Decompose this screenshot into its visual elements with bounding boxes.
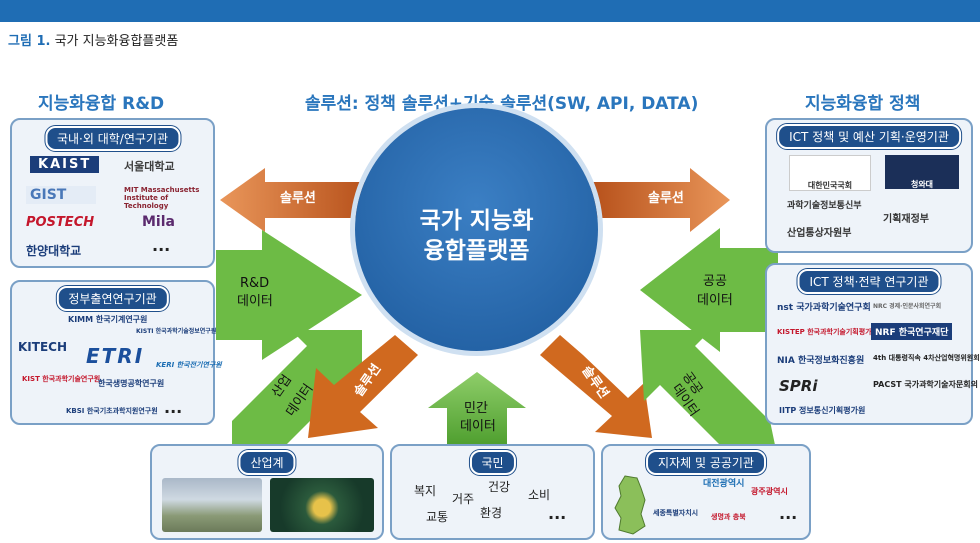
etri-logo: ETRI	[86, 344, 145, 368]
solution-right-label: 솔루션	[648, 191, 684, 206]
nrc-logo: NRC 경제·인문사회연구회	[873, 303, 942, 310]
citizen-more: ...	[548, 504, 567, 523]
rd-data-label-1: R&D	[240, 276, 270, 291]
kitech-logo: KITECH	[18, 340, 67, 354]
govlab-more: ...	[164, 398, 183, 417]
center-header: 솔루션: 정책 솔루션+기술 솔루션(SW, API, DATA)	[305, 94, 699, 114]
right-header: 지능화융합 정책	[805, 94, 921, 114]
policy-panel-title: ICT 정책 및 예산 기획·운영기관	[777, 124, 961, 149]
assembly-logo: 대한민국국회	[789, 155, 871, 191]
univ-panel: 국내·외 대학/연구기관 KAIST 서울대학교 GIST MIT Massac…	[10, 118, 215, 268]
nrf-logo: NRF 한국연구재단	[871, 323, 953, 340]
word-health: 건강	[488, 480, 511, 494]
kisti-logo: KISTI 한국과학기술정보연구원	[136, 328, 217, 335]
policy-panel: ICT 정책 및 예산 기획·운영기관 대한민국국회 청와대 과학기술정보통신부…	[765, 118, 973, 253]
public-data-arrow	[640, 228, 778, 352]
pcfir-logo: 4th 대통령직속 4차산업혁명위원회	[873, 354, 980, 362]
top-banner	[0, 0, 980, 22]
industry-panel: 산업계	[150, 444, 384, 540]
daejeon-logo: 대전광역시	[703, 479, 745, 489]
local-more: ...	[779, 504, 798, 523]
msit-logo: 과학기술정보통신부	[787, 201, 862, 211]
mit-logo: MIT Massachusetts Institute of Technolog…	[124, 186, 200, 210]
word-environment: 환경	[480, 506, 503, 520]
citizen-panel: 국민 복지 거주 건강 소비 교통 환경 ...	[390, 444, 595, 540]
figure-title: 그림 1. 국가 지능화융합플랫폼	[8, 30, 178, 49]
hanyang-logo: 한양대학교	[26, 244, 82, 258]
moef-logo: 기획재정부	[883, 214, 929, 225]
kaist-logo: KAIST	[30, 156, 100, 173]
kist-logo: KIST 한국과학기술연구원	[22, 375, 101, 383]
left-header: 지능화융합 R&D	[38, 94, 165, 114]
gist-logo: GIST	[26, 186, 97, 204]
korea-map-icon	[614, 475, 646, 535]
policylab-panel-title: ICT 정책·전략 연구기관	[797, 269, 941, 294]
word-traffic: 교통	[426, 510, 449, 524]
nst-logo: nst 국가과학기술연구회	[777, 303, 871, 313]
univ-more: ...	[152, 236, 171, 255]
industry-panel-title: 산업계	[238, 450, 296, 475]
spri-logo: SPRi	[779, 377, 818, 395]
industry-data-arrow	[232, 330, 362, 445]
figure-title-text: 국가 지능화융합플랫폼	[54, 34, 179, 49]
rd-data-label-2: 데이터	[237, 294, 273, 309]
univ-panel-title: 국내·외 대학/연구기관	[44, 126, 181, 151]
sejong-logo: 세종특별자치시	[653, 509, 699, 517]
mila-logo: Mila	[142, 214, 175, 230]
figure-number: 그림 1.	[8, 34, 51, 49]
solution-left-arrow	[220, 168, 370, 232]
gwangju-logo: 광주광역시	[751, 487, 788, 496]
nia-logo: NIA 한국정보화진흥원	[777, 356, 865, 366]
industrial-complex-photo	[162, 478, 262, 532]
pacst-logo: PACST 국가과학기술자문회의	[873, 380, 978, 389]
national-platform-circle: 국가 지능화 융합플랫폼	[355, 108, 598, 351]
public-data-low-arrow	[640, 330, 775, 445]
kribb-logo: 한국생명공학연구원	[98, 379, 165, 388]
solution-down-left-arrow	[308, 335, 418, 438]
motie-logo: 산업통상자원부	[787, 228, 852, 239]
local-panel-title: 지자체 및 공공기관	[646, 450, 766, 475]
citizen-panel-title: 국민	[469, 450, 516, 475]
kimm-logo: KIMM 한국기계연구원	[68, 315, 148, 324]
civil-data-label-2: 데이터	[460, 419, 496, 434]
govlab-panel: 정부출연연구기관 KIMM 한국기계연구원 KISTI 한국과학기술정보연구원 …	[10, 280, 222, 425]
center-line1: 국가 지능화	[419, 208, 534, 234]
civil-data-arrow	[428, 372, 526, 445]
postech-logo: POSTECH	[26, 215, 95, 230]
solution-down-right-arrow	[540, 335, 652, 438]
solution-right-arrow	[590, 168, 730, 232]
center-line2: 융합플랫폼	[423, 238, 530, 264]
circuit-chip-photo	[270, 478, 374, 532]
iitp-logo: IITP 정보통신기획평가원	[779, 406, 866, 415]
govlab-panel-title: 정부출연연구기관	[56, 286, 169, 311]
public-data-label-2: 데이터	[697, 293, 733, 308]
bluehouse-logo: 청와대	[885, 155, 959, 189]
word-welfare: 복지	[414, 484, 437, 498]
word-consumption: 소비	[528, 488, 551, 502]
policylab-panel: ICT 정책·전략 연구기관 nst 국가과학기술연구회 NRC 경제·인문사회…	[765, 263, 980, 425]
word-residence: 거주	[452, 492, 475, 506]
solution-left-label: 솔루션	[280, 191, 316, 206]
chungbuk-logo: 생명과 충북	[711, 513, 746, 521]
keri-logo: KERI 한국전기연구원	[156, 361, 222, 369]
snu-logo: 서울대학교	[124, 160, 175, 173]
kbsi-logo: KBSI 한국기초과학지원연구원	[66, 407, 158, 415]
civil-data-label-1: 민간	[464, 401, 488, 416]
local-panel: 지자체 및 공공기관 대전광역시 광주광역시 세종특별자치시 생명과 충북 ..…	[601, 444, 811, 540]
public-data-label-1: 공공	[703, 274, 727, 289]
rd-data-arrow	[216, 230, 362, 360]
kistep-logo: KISTEP 한국과학기술기획평가원	[777, 328, 879, 336]
